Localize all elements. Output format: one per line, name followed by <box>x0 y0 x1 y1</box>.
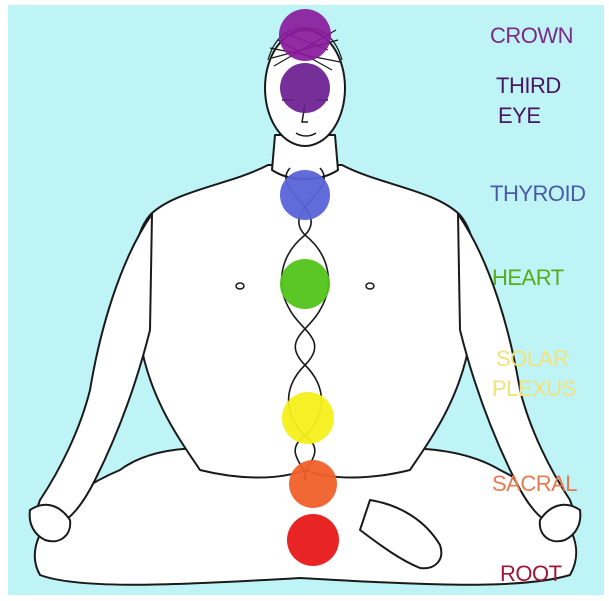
label-third-eye-line2: EYE <box>498 102 541 130</box>
label-third-eye-line1: THIRD <box>496 72 561 100</box>
label-heart: HEART <box>492 264 564 292</box>
heart-chakra <box>280 259 330 309</box>
crown-chakra <box>279 9 331 61</box>
solar-plexus-chakra <box>282 392 334 444</box>
label-root: ROOT <box>500 560 562 588</box>
label-solar-line2: PLEXUS <box>492 375 576 403</box>
third-eye-chakra <box>280 63 330 113</box>
root-chakra <box>287 514 339 566</box>
label-crown: CROWN <box>490 22 573 50</box>
label-solar-line1: SOLAR <box>496 345 568 373</box>
label-sacral: SACRAL <box>492 470 577 498</box>
sacral-chakra <box>289 460 337 508</box>
label-thyroid: THYROID <box>490 180 586 208</box>
thyroid-chakra <box>280 170 330 220</box>
